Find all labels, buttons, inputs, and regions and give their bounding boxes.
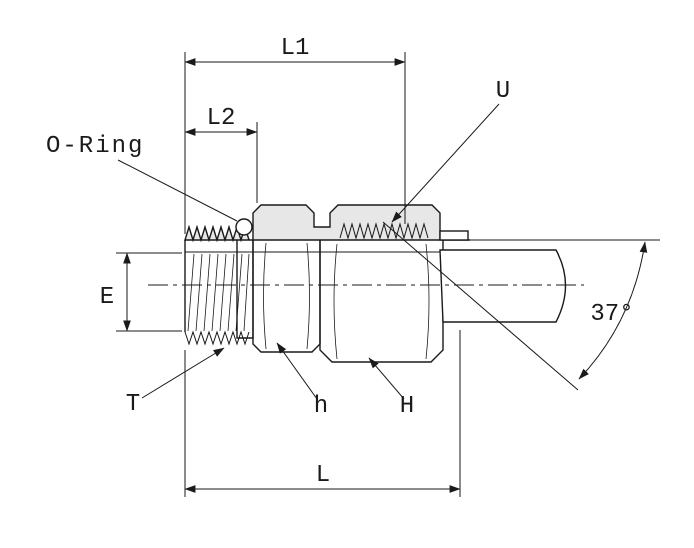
label-e: E: [100, 284, 114, 311]
dimension-l: L: [184, 330, 461, 497]
thread-external-view: [184, 240, 250, 346]
callout-h-small: h: [276, 342, 328, 420]
thread-bottom-crests: [184, 330, 250, 346]
callout-t: T: [126, 347, 225, 418]
thread-crest-lines: [187, 253, 250, 332]
dimension-e: E: [100, 252, 182, 332]
nut-internal-thread: [339, 222, 429, 240]
hex-small-arc-right: [306, 242, 310, 350]
label-l2: L2: [207, 105, 236, 132]
label-h-large: H: [400, 393, 414, 420]
tube: [439, 249, 567, 323]
o-ring-leader: [117, 159, 238, 222]
o-ring: [235, 218, 253, 236]
h-small-leader: [276, 342, 318, 400]
label-t: T: [126, 391, 140, 418]
dimension-l1: L1: [184, 35, 406, 234]
callout-u: U: [391, 78, 510, 223]
label-u: U: [496, 78, 510, 105]
label-angle: 37°: [590, 301, 633, 328]
u-leader: [391, 103, 500, 223]
sleeve: [439, 230, 469, 241]
label-l: L: [316, 462, 330, 489]
hex-small-arc-left: [263, 242, 267, 350]
callout-h-large: H: [368, 357, 414, 420]
flare-angle-line: [382, 221, 579, 391]
h-large-leader: [368, 357, 405, 400]
t-leader: [141, 347, 225, 399]
dimension-l2: L2: [184, 105, 258, 203]
label-h-small: h: [314, 393, 328, 420]
label-o-ring: O-Ring: [46, 133, 144, 160]
callout-o-ring: O-Ring: [46, 133, 238, 222]
hex-large-arc-left: [333, 243, 338, 360]
hex-nut-small: [252, 240, 321, 353]
hex-nut-large: [319, 240, 444, 363]
label-l1: L1: [281, 35, 310, 62]
angle-arc: [578, 241, 648, 380]
hex-large-arc-right: [425, 243, 430, 360]
